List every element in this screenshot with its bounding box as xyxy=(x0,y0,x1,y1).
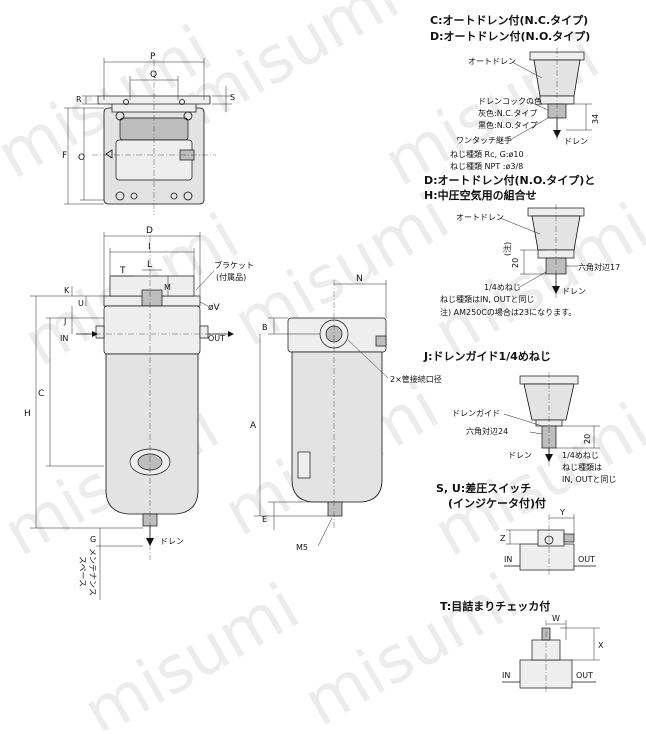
front-out-label: OUT xyxy=(208,334,225,343)
dim-F: F xyxy=(62,151,67,161)
panel-d-hex-17: 六角対辺17 xyxy=(578,262,620,272)
dim-P: P xyxy=(150,52,156,62)
front-view: ドレン IN OUT D I T L M øV ブラケット (付属品) K U xyxy=(24,226,254,600)
front-drain-label: ドレン xyxy=(160,537,184,546)
dim-H: H xyxy=(24,409,31,419)
panel-s-in: IN xyxy=(504,555,512,564)
panel-c-auto-drain: オートドレン xyxy=(468,57,516,66)
panel-differential-switch: S, U:差圧スイッチ (インジケータ付)付 Y Z IN OUT xyxy=(436,481,596,576)
panel-j-guide: ドレンガイド xyxy=(452,408,500,418)
panel-c-black: 黒色:N.O.タイプ xyxy=(478,120,538,130)
panel-clog-checker: T:目詰まりチェッカ付 W X IN OUT xyxy=(440,599,604,694)
dim-S: S xyxy=(230,93,235,102)
side-view: N B A E M5 2×管接続口径 xyxy=(250,274,442,552)
panel-t-dim-X: X xyxy=(598,641,604,650)
panel-c-title-1: C:オートドレン付(N.C.タイプ) xyxy=(430,13,588,27)
panel-j-title: J:ドレンガイド1/4めねじ xyxy=(423,349,551,363)
dim-Q: Q xyxy=(150,70,157,80)
m5-label: M5 xyxy=(296,543,308,552)
panel-t-title: T:目詰まりチェッカ付 xyxy=(440,599,550,613)
panel-t-in: IN xyxy=(502,671,510,680)
dim-G: G xyxy=(90,535,96,544)
panel-c-one-touch: ワンタッチ継手 xyxy=(456,135,512,145)
dim-V: øV xyxy=(208,303,221,313)
panel-auto-drain-nc: C:オートドレン付(N.C.タイプ) D:オートドレン付(N.O.タイプ) オー… xyxy=(430,13,600,171)
panel-d-thread-note: ねじ種類はIN, OUTと同じ xyxy=(440,294,534,304)
dim-B: B xyxy=(262,323,268,332)
dim-L: L xyxy=(147,260,152,270)
panel-c-thread-2: ねじ種類 NPT :ø3/8 xyxy=(450,161,523,171)
panel-d-drain: ドレン xyxy=(562,287,586,296)
panel-j-quarter: 1/4めねじ xyxy=(562,451,599,460)
dim-K: K xyxy=(64,286,70,295)
ports-label: 2×管接続口径 xyxy=(390,374,442,384)
top-view: P Q R S O F xyxy=(62,52,235,215)
panel-s-out: OUT xyxy=(578,555,595,564)
panel-s-title-1: S, U:差圧スイッチ xyxy=(436,481,531,495)
panel-d-title-2: H:中圧空気用の組合せ xyxy=(424,188,537,202)
panel-d-quarter: 1/4めねじ xyxy=(484,283,521,292)
panel-j-drain: ドレン xyxy=(508,451,532,460)
dim-A: A xyxy=(250,421,257,431)
panel-t-out: OUT xyxy=(576,671,593,680)
bracket-label: ブラケット xyxy=(214,260,254,270)
svg-text:misumi: misumi xyxy=(172,0,412,141)
panel-d-auto-drain: オートドレン xyxy=(456,213,504,222)
panel-drain-guide: J:ドレンガイド1/4めねじ ドレンガイド 六角対辺24 20 1/4めねじ ド… xyxy=(423,349,616,484)
dim-I: I xyxy=(148,242,151,252)
panel-t-dim-W: W xyxy=(552,614,560,623)
dim-E: E xyxy=(262,515,267,524)
panel-s-dim-Z: Z xyxy=(500,534,506,543)
dim-R: R xyxy=(76,95,82,104)
dim-N: N xyxy=(356,274,363,284)
svg-text:misumi: misumi xyxy=(72,570,312,730)
maintenance-label-1: メンテナンス xyxy=(88,548,97,596)
panel-d-note: 注) AM250Cの場合は23になります。 xyxy=(440,307,576,317)
panel-s-title-2: (インジケータ付)付 xyxy=(448,496,546,510)
panel-auto-drain-no-medium: D:オートドレン付(N.O.タイプ)と H:中圧空気用の組合せ オートドレン 2… xyxy=(424,173,620,317)
front-in-label: IN xyxy=(60,334,68,343)
panel-j-thread-1: ねじ種類は xyxy=(562,462,602,472)
panel-j-dim-20: 20 xyxy=(583,434,592,444)
panel-j-hex-24: 六角対辺24 xyxy=(466,426,508,436)
panel-d-dim-20-note: (注) xyxy=(502,242,512,256)
panel-d-dim-20: 20 xyxy=(511,258,520,268)
dim-O: O xyxy=(78,153,85,163)
panel-s-dim-Y: Y xyxy=(559,508,565,517)
svg-text:misumi: misumi xyxy=(292,560,532,730)
dim-T: T xyxy=(119,266,126,276)
panel-c-cock-color: ドレンコックの色 xyxy=(478,96,542,106)
panel-c-title-2: D:オートドレン付(N.O.タイプ) xyxy=(430,29,590,43)
bracket-sub-label: (付属品) xyxy=(216,272,246,282)
panel-d-title-1: D:オートドレン付(N.O.タイプ)と xyxy=(424,173,595,187)
maintenance-label-2: スペース xyxy=(78,556,87,587)
dim-C: C xyxy=(38,389,44,399)
panel-j-thread-2: IN, OUTと同じ xyxy=(562,475,616,484)
dim-D: D xyxy=(146,226,153,236)
dim-U: U xyxy=(78,299,84,308)
panel-c-drain: ドレン xyxy=(564,137,588,146)
dim-J: J xyxy=(63,317,66,326)
dim-M: M xyxy=(164,283,171,292)
panel-c-gray: 灰色:N.C.タイプ xyxy=(478,108,537,118)
panel-c-dim-34: 34 xyxy=(591,114,600,124)
panel-c-thread-1: ねじ種類 Rc, G:ø10 xyxy=(450,149,524,159)
